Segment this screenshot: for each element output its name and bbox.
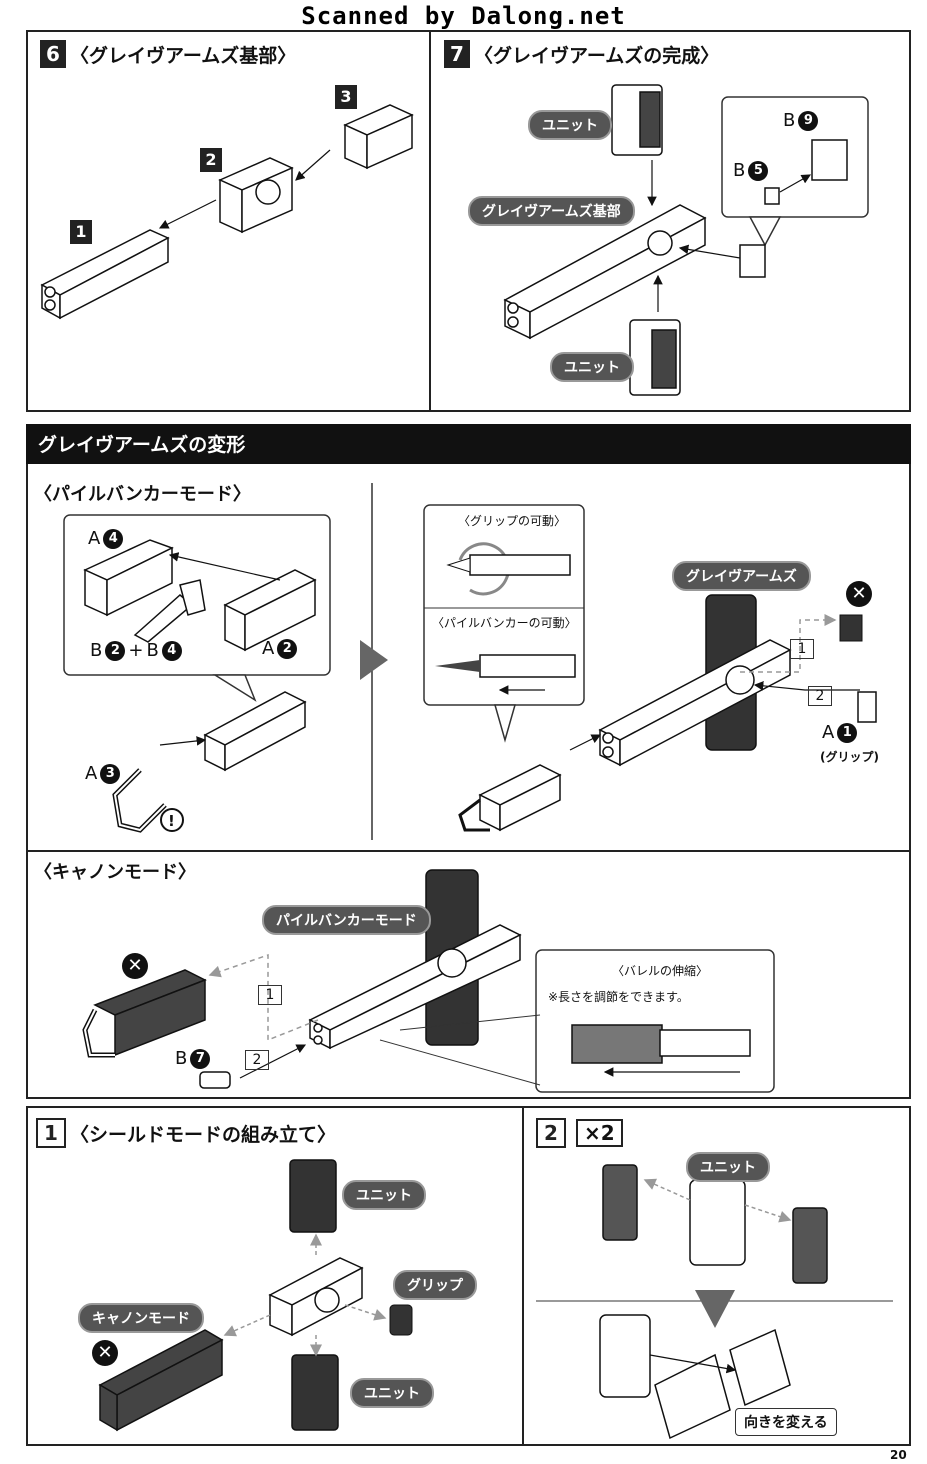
part-a3-number: 3 — [100, 763, 121, 784]
part-a3-letter: A — [85, 763, 98, 784]
order-1-marker: 1 — [790, 639, 814, 659]
cannon-order-1: 1 — [258, 985, 282, 1005]
watermark-text: Scanned by Dalong.net — [301, 2, 626, 30]
part-b7-number: 7 — [190, 1048, 211, 1069]
barrel-note: ※長さを調節をできます。 — [548, 990, 689, 1004]
step7-title: 〈グレイヴアームズの完成〉 — [474, 44, 720, 67]
part-2-label: 2 — [200, 148, 222, 172]
part-a1-number: 1 — [837, 722, 858, 743]
unit-bottom-drawing — [629, 319, 681, 396]
step7-panel — [429, 30, 911, 412]
unit-top-drawing — [611, 84, 663, 156]
part-b2-number: 2 — [105, 640, 126, 661]
cannon-not-used-icon: ✕ — [122, 953, 148, 979]
step7-heading: 7 〈グレイヴアームズの完成〉 — [444, 40, 719, 68]
part-b5-letter: B — [733, 160, 746, 181]
joint-part-drawing — [218, 157, 294, 234]
shield1-heading: 1 〈シールドモードの組み立て〉 — [36, 1118, 336, 1148]
cannon-removed-drawing — [98, 1329, 224, 1432]
cannon-mode-title: 〈キャノンモード〉 — [34, 862, 196, 883]
shield1-grip-label: グリップ — [393, 1270, 477, 1300]
step7-number: 7 — [444, 40, 470, 68]
order-2-marker: 2 — [808, 686, 832, 706]
pile-spike-drawing — [133, 579, 206, 643]
shield2-times: ×2 — [576, 1119, 623, 1147]
pile-mode-label: パイルバンカーモード — [262, 905, 431, 935]
part-a4-number: 4 — [103, 528, 124, 549]
block-part-drawing — [343, 104, 414, 170]
shield1-not-used-icon: ✕ — [92, 1340, 118, 1366]
transform-header: グレイヴアームズの変形 — [26, 424, 911, 464]
shield1-unit-bottom-label: ユニット — [350, 1378, 434, 1408]
reverse-direction-label: 向きを変える — [735, 1408, 837, 1436]
detached-pile-drawing — [93, 969, 207, 1057]
step6-title: 〈グレイヴアームズ基部〉 — [70, 44, 297, 67]
pile-mode-title: 〈パイルバンカーモード〉 — [34, 484, 251, 505]
part-b2-letter: B — [90, 640, 103, 661]
pile-attached-drawing — [478, 764, 562, 832]
step6-heading: 6 〈グレイヴアームズ基部〉 — [40, 40, 296, 68]
step6-number: 6 — [40, 40, 66, 68]
pile-move-title: 〈パイルバンカーの可動〉 — [432, 616, 577, 630]
grip-note: (グリップ) — [820, 750, 879, 764]
shield2-heading: 2 ×2 — [536, 1118, 623, 1148]
part-a2-letter: A — [262, 638, 275, 659]
barrel-part-drawing — [40, 229, 170, 320]
cannon-divider — [26, 850, 911, 852]
cannon-arm-drawing — [308, 924, 522, 1050]
part-b5-number: 5 — [748, 160, 769, 181]
shield1-title: 〈シールドモードの組み立て〉 — [70, 1123, 337, 1146]
part-b7-letter: B — [175, 1048, 188, 1069]
grip-move-title: 〈グリップの可動〉 — [458, 514, 567, 528]
part-a2-number: 2 — [277, 638, 298, 659]
unit-top-label: ユニット — [528, 110, 612, 140]
cross-arm-drawing — [598, 594, 792, 767]
part-b4-letter: B — [146, 640, 159, 661]
shield2-unit-label: ユニット — [686, 1152, 770, 1182]
part-3-label: 3 — [335, 85, 357, 109]
not-used-icon: ✕ — [846, 581, 872, 607]
barrel-title: 〈バレルの伸縮〉 — [612, 964, 709, 978]
arms-label: グレイヴアームズ — [672, 561, 811, 591]
svg-text:!: ! — [168, 812, 175, 830]
shield2-panel — [522, 1106, 911, 1446]
shield1-unit-top-label: ユニット — [342, 1180, 426, 1210]
unit-bottom-label: ユニット — [550, 352, 634, 382]
pile-cover-drawing — [223, 569, 317, 652]
assembled-arm-drawing — [503, 204, 707, 340]
shield1-number: 1 — [36, 1118, 66, 1148]
part-a4-letter: A — [88, 528, 101, 549]
shield1-cannon-label: キャノンモード — [78, 1303, 204, 1333]
pile-assembled-drawing — [203, 691, 307, 772]
page-number: 20 — [890, 1448, 907, 1462]
cannon-order-2: 2 — [245, 1050, 269, 1070]
shield2-number: 2 — [536, 1118, 566, 1148]
part-a1-letter: A — [822, 722, 835, 743]
plus-sign: + — [128, 640, 144, 661]
part-b4-number: 4 — [161, 640, 182, 661]
base-label: グレイヴアームズ基部 — [468, 196, 635, 226]
part-1-label: 1 — [70, 220, 92, 244]
pile-frame-drawing — [83, 539, 174, 617]
part-b9-number: 9 — [798, 110, 819, 131]
part-b9-letter: B — [783, 110, 796, 131]
